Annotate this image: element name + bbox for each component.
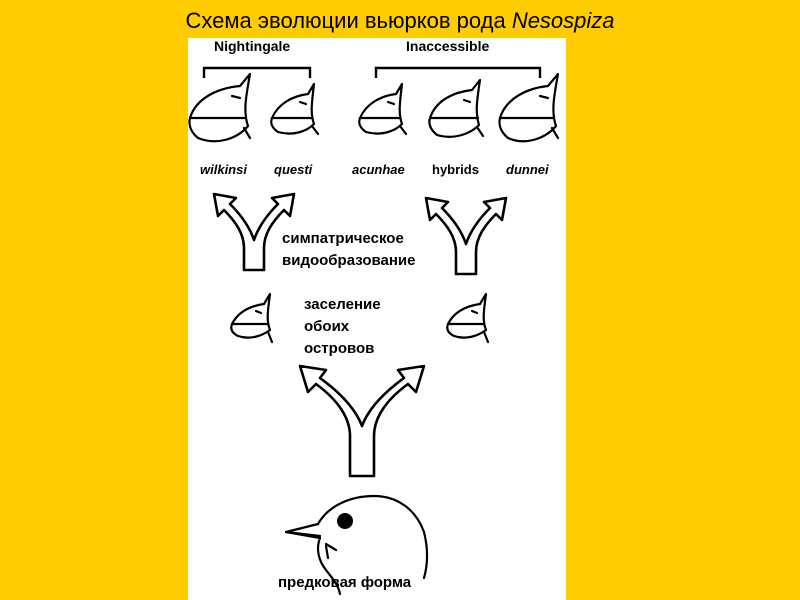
species-label-wilkinsi: wilkinsi: [200, 162, 247, 177]
bird-beak-icon: [428, 78, 485, 138]
title-prefix: Схема эволюции вьюрков рода: [185, 8, 512, 33]
diagram-panel: Nightingale Inaccessible wilkinsi questi…: [188, 38, 566, 600]
island-label-nightingale: Nightingale: [214, 38, 291, 54]
title-genus: Nesospiza: [511, 8, 615, 33]
colonization-line-2: обоих: [304, 318, 350, 335]
bird-eye: [337, 513, 353, 529]
sympatric-line-1: симпатрическое: [282, 230, 404, 247]
species-label-hybrids: hybrids: [432, 162, 479, 177]
slide-title: Схема эволюции вьюрков рода Nesospiza: [0, 8, 800, 34]
branching-arrow-icon: [424, 196, 508, 276]
island-label-inaccessible: Inaccessible: [406, 38, 490, 54]
colonization-label: заселение обоих островов: [304, 294, 381, 360]
sympatric-label: симпатрическое видообразование: [282, 228, 415, 272]
bird-beak-icon: [230, 292, 274, 344]
species-label-acunhae: acunhae: [352, 162, 405, 177]
nightingale-bracket: [202, 66, 312, 78]
ancestor-label: предковая форма: [278, 574, 412, 591]
branching-arrow-icon: [212, 192, 296, 272]
branching-arrow-icon: [298, 364, 426, 478]
species-label-dunnei: dunnei: [506, 162, 549, 177]
sympatric-line-2: видообразование: [282, 252, 416, 269]
diagram-svg: [188, 66, 560, 596]
bird-beak-icon: [188, 72, 252, 143]
ancestor-bird-icon: [284, 494, 429, 596]
colonization-line-1: заселение: [304, 296, 381, 313]
bird-beak-icon: [270, 82, 320, 136]
species-label-questi: questi: [274, 162, 313, 177]
inaccessible-bracket: [374, 66, 542, 78]
colonization-line-3: островов: [304, 340, 375, 357]
bird-beak-icon: [358, 82, 408, 136]
bird-beak-icon: [446, 292, 490, 344]
bird-beak-icon: [498, 72, 560, 143]
